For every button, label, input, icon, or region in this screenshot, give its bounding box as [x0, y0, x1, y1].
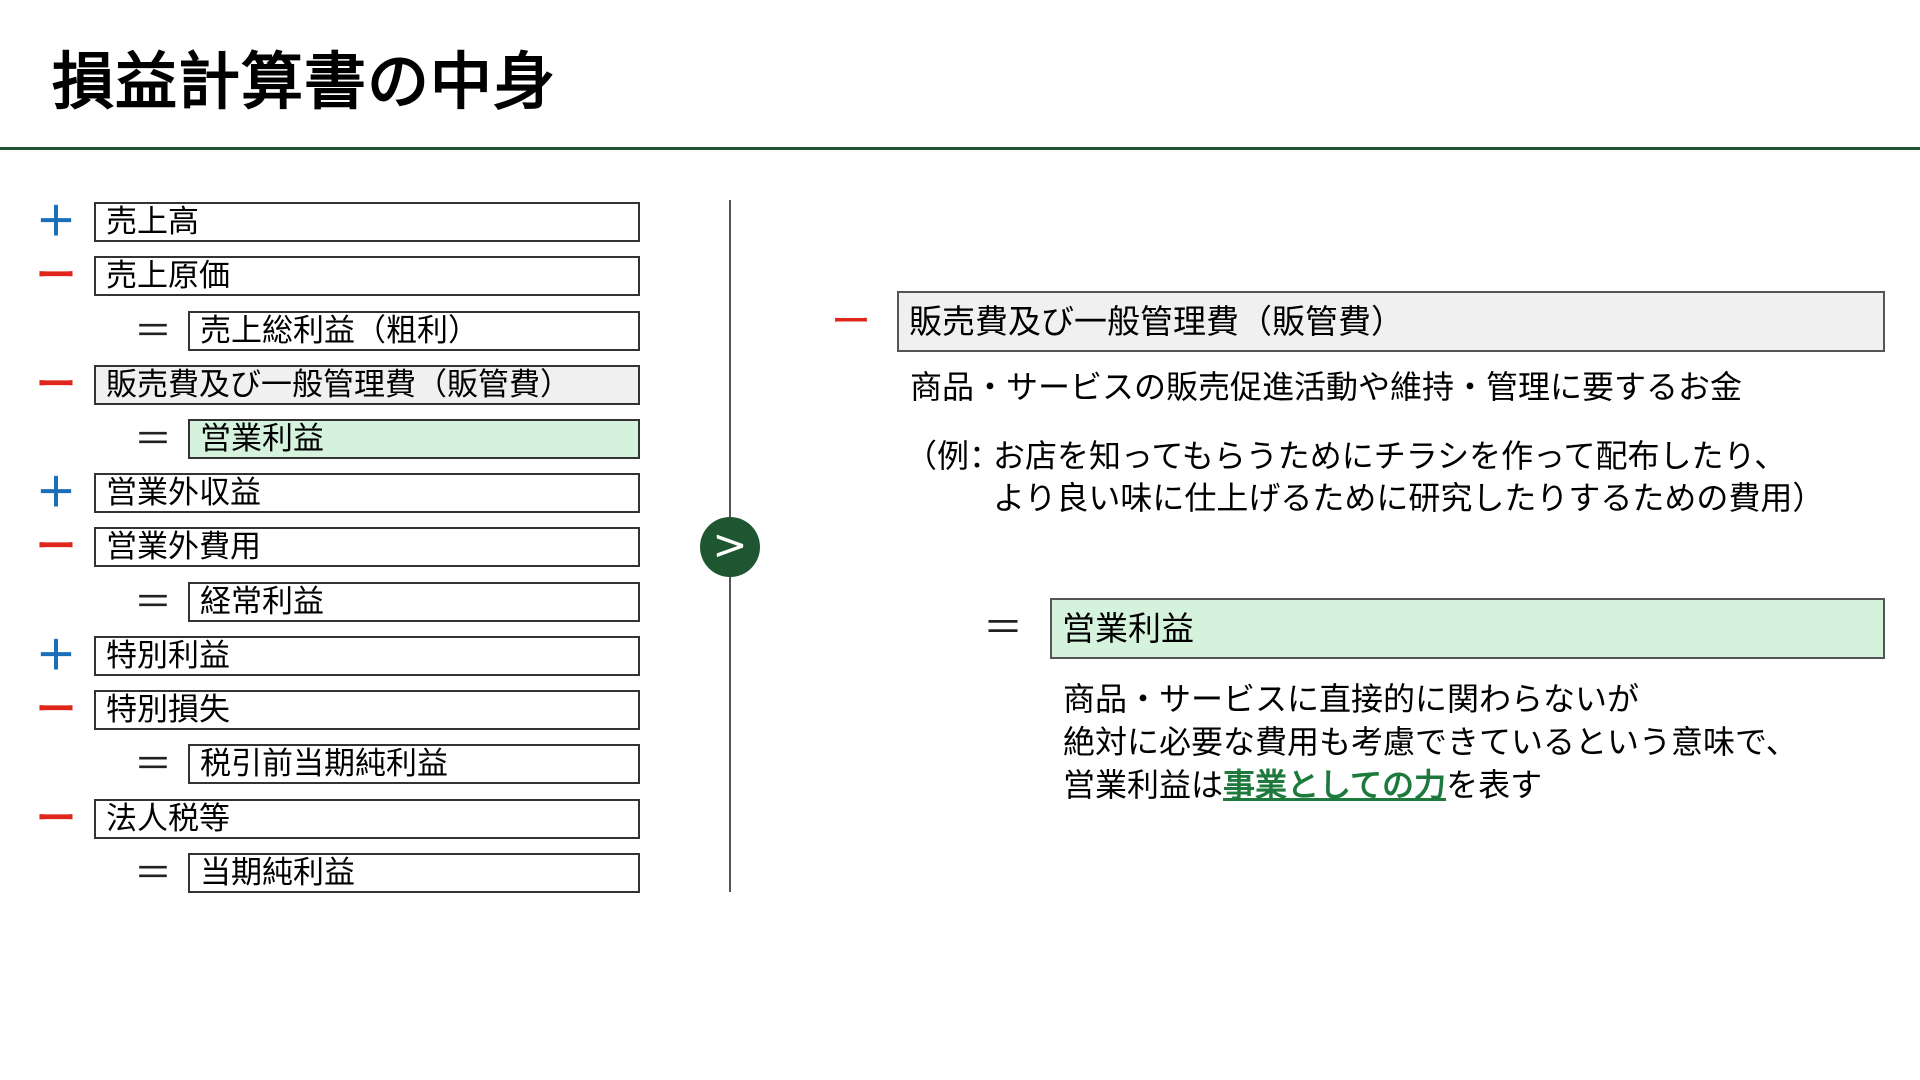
statement-item-sga: 販売費及び一般管理費（販管費） — [94, 365, 640, 405]
statement-item-non-op-income: 営業外収益 — [94, 473, 640, 513]
minus-sign: ー — [831, 299, 871, 345]
expense-description: 商品・サービスの販売促進活動や維持・管理に要するお金 — [910, 368, 1743, 406]
page-title: 損益計算書の中身 — [52, 45, 557, 118]
equals-sign: ＝ — [133, 580, 172, 624]
statement-item-ordinary-profit: 経常利益 — [188, 582, 640, 622]
plus-sign: ＋ — [36, 199, 76, 245]
minus-sign: ー — [36, 524, 76, 570]
minus-sign: ー — [36, 362, 76, 408]
statement-item-pretax-profit: 税引前当期純利益 — [188, 744, 640, 784]
detail-expense-box: 販売費及び一般管理費（販管費） — [897, 291, 1885, 352]
statement-item-income-tax: 法人税等 — [94, 799, 640, 839]
next-arrow-button[interactable]: > — [700, 517, 760, 577]
profit-description-line-2: 絶対に必要な費用も考慮できているという意味で、 — [1063, 723, 1798, 761]
example-prefix: （例： — [905, 437, 1002, 475]
statement-item-non-op-expense: 営業外費用 — [94, 527, 640, 567]
line3-before: 営業利益は — [1063, 766, 1224, 804]
plus-sign: ＋ — [36, 470, 76, 516]
profit-description-line-1: 商品・サービスに直接的に関わらないが — [1063, 680, 1640, 718]
minus-sign: ー — [36, 687, 76, 733]
equals-sign: ＝ — [133, 309, 172, 353]
equals-sign: ＝ — [133, 417, 172, 461]
statement-item-extraordinary-income: 特別利益 — [94, 636, 640, 676]
plus-sign: ＋ — [36, 633, 76, 679]
equals-sign: ＝ — [133, 851, 172, 895]
title-rule — [0, 147, 1920, 150]
statement-item-cogs: 売上原価 — [94, 256, 640, 296]
statement-item-extraordinary-loss: 特別損失 — [94, 690, 640, 730]
detail-operating-profit-box: 営業利益 — [1050, 598, 1885, 659]
statement-item-net-income: 当期純利益 — [188, 853, 640, 893]
example-line-2: より良い味に仕上げるために研究したりするための費用） — [993, 479, 1825, 517]
statement-item-gross-profit: 売上総利益（粗利） — [188, 311, 640, 351]
example-line-1: お店を知ってもらうためにチラシを作って配布したり、 — [993, 437, 1787, 475]
statement-item-sales: 売上高 — [94, 202, 640, 242]
minus-sign: ー — [36, 253, 76, 299]
equals-sign: ＝ — [133, 742, 172, 786]
statement-item-operating-profit: 営業利益 — [188, 419, 640, 459]
emphasis-business-power: 事業としての力 — [1223, 766, 1447, 804]
equals-sign: ＝ — [983, 605, 1023, 651]
minus-sign: ー — [36, 796, 76, 842]
profit-description-line-3: 営業利益は事業としての力を表す — [1063, 764, 1542, 806]
line3-after: を表す — [1446, 766, 1543, 804]
